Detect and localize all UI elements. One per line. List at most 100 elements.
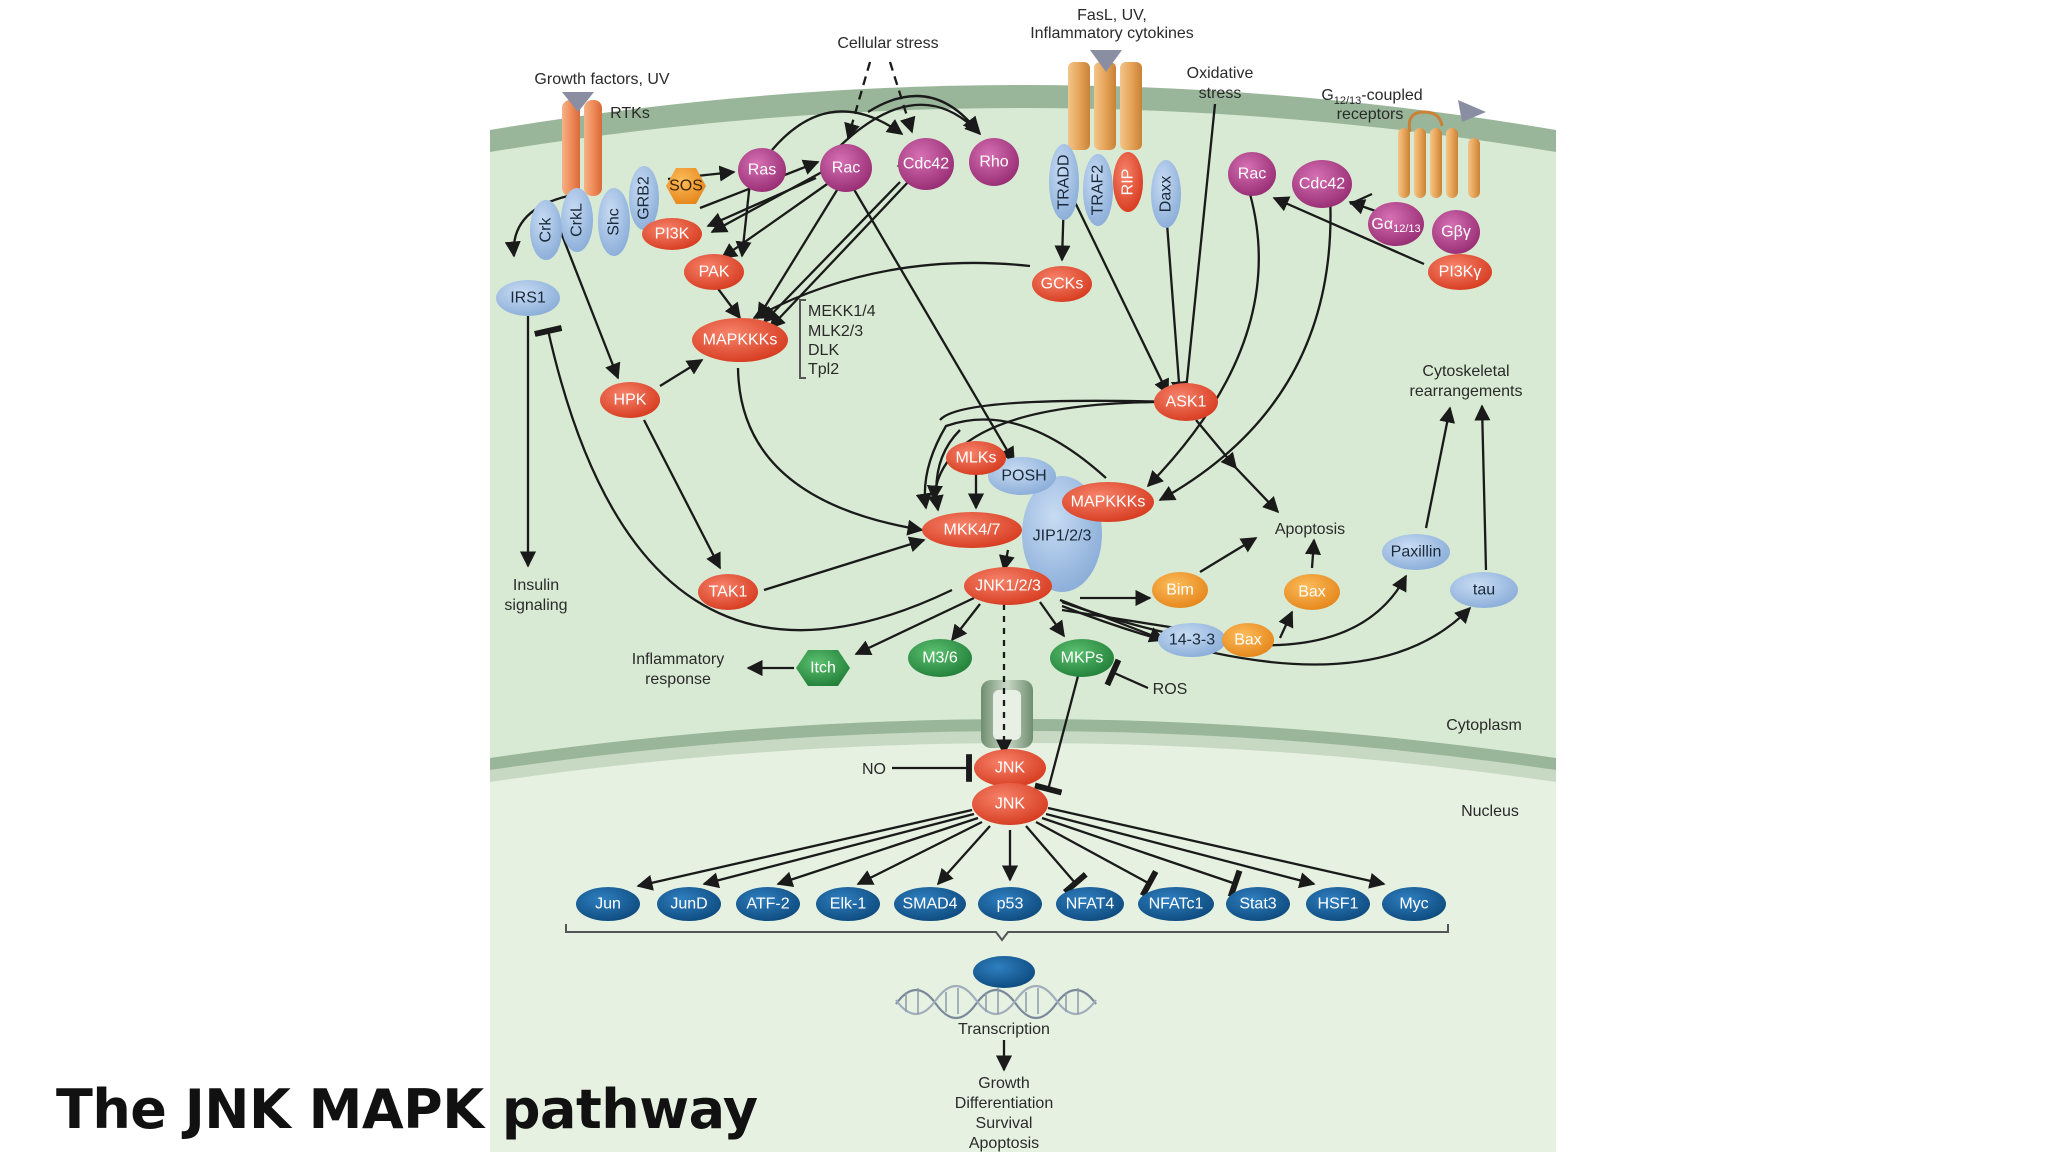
label-cellular-stress: Cellular stress bbox=[837, 35, 938, 52]
annotation-labels: Growth factors, UV RTKs Cellular stress … bbox=[504, 7, 1522, 1152]
node-pi3k: PI3K bbox=[642, 218, 702, 250]
node-tf-p53: p53 bbox=[978, 887, 1042, 921]
node-ask1: ASK1 bbox=[1154, 383, 1218, 421]
label-tf-nfatc1: NFATc1 bbox=[1149, 896, 1204, 913]
slide-title: The JNK MAPK pathway bbox=[56, 1078, 758, 1141]
node-rac-1: Rac bbox=[820, 144, 872, 192]
node-tf-elk1: Elk-1 bbox=[816, 887, 880, 921]
label-tradd: TRADD bbox=[1056, 154, 1073, 209]
node-tradd: TRADD bbox=[1049, 144, 1079, 220]
node-sos: SOS bbox=[666, 168, 706, 204]
node-bax-1: Bax bbox=[1284, 574, 1340, 610]
label-bax-1: Bax bbox=[1298, 584, 1326, 601]
node-gbg: Gβγ bbox=[1432, 210, 1480, 254]
label-rip: RIP bbox=[1120, 169, 1137, 196]
label-galpha: Gα12/13 bbox=[1371, 216, 1420, 236]
label-tf-atf2: ATF-2 bbox=[746, 896, 789, 913]
node-mkk47: MKK4/7 bbox=[922, 512, 1022, 548]
label-m36: M3/6 bbox=[922, 650, 958, 667]
label-itch: Itch bbox=[810, 660, 836, 677]
label-galpha-sub: 12/13 bbox=[1393, 223, 1421, 235]
label-cdc42-1: Cdc42 bbox=[903, 156, 949, 173]
label-outcome-3: Survival bbox=[976, 1115, 1033, 1132]
node-mapkkks-1: MAPKKKs bbox=[692, 318, 788, 362]
node-irs1: IRS1 bbox=[496, 280, 560, 316]
label-grb2: GRB2 bbox=[636, 176, 653, 220]
label-pak: PAK bbox=[699, 264, 730, 281]
label-ros: ROS bbox=[1153, 681, 1188, 698]
label-mekk-1: MEKK1/4 bbox=[808, 303, 876, 320]
rtk-receptor bbox=[562, 92, 602, 196]
pathway-nodes: Crk CrkL Shc GRB2 SOS PI3K Ras Rac Cdc42… bbox=[496, 138, 1518, 921]
node-ras: Ras bbox=[738, 148, 786, 192]
label-gbg: Gβγ bbox=[1441, 224, 1471, 241]
label-outcome-1: Growth bbox=[978, 1075, 1030, 1092]
label-paxillin: Paxillin bbox=[1391, 544, 1442, 561]
node-itch: Itch bbox=[796, 650, 850, 686]
nucleus-area bbox=[490, 743, 1556, 1152]
label-no: NO bbox=[862, 761, 886, 778]
label-tf-nfat4: NFAT4 bbox=[1066, 896, 1115, 913]
cell-background bbox=[490, 85, 1556, 1152]
label-daxx: Daxx bbox=[1158, 176, 1175, 212]
tf-bracket bbox=[565, 924, 1449, 942]
node-tau: tau bbox=[1450, 572, 1518, 608]
label-mekk-2: MLK2/3 bbox=[808, 323, 863, 340]
label-mkps: MKPs bbox=[1061, 650, 1104, 667]
node-jnk123: JNK1/2/3 bbox=[964, 567, 1052, 605]
node-paxillin: Paxillin bbox=[1382, 534, 1450, 570]
node-tf-nfatc1: NFATc1 bbox=[1138, 887, 1214, 921]
label-tak1: TAK1 bbox=[709, 584, 748, 601]
label-tf-jund: JunD bbox=[670, 896, 707, 913]
label-gpcr-prefix: G bbox=[1321, 87, 1333, 104]
node-pak: PAK bbox=[684, 254, 744, 290]
node-rho: Rho bbox=[969, 138, 1019, 186]
label-sos: SOS bbox=[669, 178, 703, 195]
label-rac-1: Rac bbox=[832, 160, 860, 177]
node-tf-atf2: ATF-2 bbox=[736, 887, 800, 921]
label-traf2: TRAF2 bbox=[1090, 165, 1107, 216]
label-cytoskeletal-line2: rearrangements bbox=[1410, 383, 1523, 400]
label-cytoskeletal-line1: Cytoskeletal bbox=[1422, 363, 1509, 380]
label-posh: POSH bbox=[1001, 468, 1046, 485]
label-pi3k: PI3K bbox=[655, 226, 690, 243]
mekk-bracket bbox=[799, 299, 806, 379]
label-tf-hsf1: HSF1 bbox=[1318, 896, 1359, 913]
label-cytoplasm: Cytoplasm bbox=[1446, 717, 1522, 734]
node-cdc42-2: Cdc42 bbox=[1292, 160, 1352, 208]
node-mapkkks-2: MAPKKKs bbox=[1062, 482, 1154, 522]
label-pi3kg: PI3Kγ bbox=[1439, 264, 1482, 281]
label-gpcr-line1: G12/13-coupled bbox=[1321, 87, 1422, 107]
label-transcription: Transcription bbox=[958, 1021, 1050, 1038]
node-shc: Shc bbox=[598, 188, 630, 256]
node-pi3kg: PI3Kγ bbox=[1428, 254, 1492, 290]
death-receptor bbox=[1068, 50, 1142, 150]
label-inflammatory-line2: response bbox=[645, 671, 711, 688]
label-rtks: RTKs bbox=[610, 105, 650, 122]
label-jnk123: JNK1/2/3 bbox=[975, 578, 1041, 595]
label-ask1: ASK1 bbox=[1166, 394, 1207, 411]
label-jip: JIP1/2/3 bbox=[1033, 528, 1092, 545]
label-cdc42-2: Cdc42 bbox=[1299, 176, 1345, 193]
nuclear-pore bbox=[981, 680, 1033, 748]
label-crkl: CrkL bbox=[569, 203, 586, 237]
label-tf-myc: Myc bbox=[1399, 896, 1428, 913]
label-apoptosis: Apoptosis bbox=[1275, 521, 1345, 538]
label-bim: Bim bbox=[1166, 582, 1194, 599]
label-fasl-line1: FasL, UV, bbox=[1077, 7, 1147, 24]
label-mkk47: MKK4/7 bbox=[944, 522, 1001, 539]
label-hpk: HPK bbox=[614, 392, 647, 409]
node-crkl: CrkL bbox=[561, 188, 593, 252]
label-ras: Ras bbox=[748, 162, 776, 179]
label-shc: Shc bbox=[606, 208, 623, 236]
transcription-complex bbox=[973, 956, 1035, 988]
node-posh: POSH bbox=[988, 457, 1056, 495]
node-tak1: TAK1 bbox=[698, 574, 758, 610]
label-growth-factors: Growth factors, UV bbox=[534, 71, 669, 88]
node-tf-stat3: Stat3 bbox=[1226, 887, 1290, 921]
label-insulin-line1: Insulin bbox=[513, 577, 559, 594]
node-tf-nfat4: NFAT4 bbox=[1056, 887, 1124, 921]
label-gpcr-sub: 12/13 bbox=[1334, 95, 1362, 107]
